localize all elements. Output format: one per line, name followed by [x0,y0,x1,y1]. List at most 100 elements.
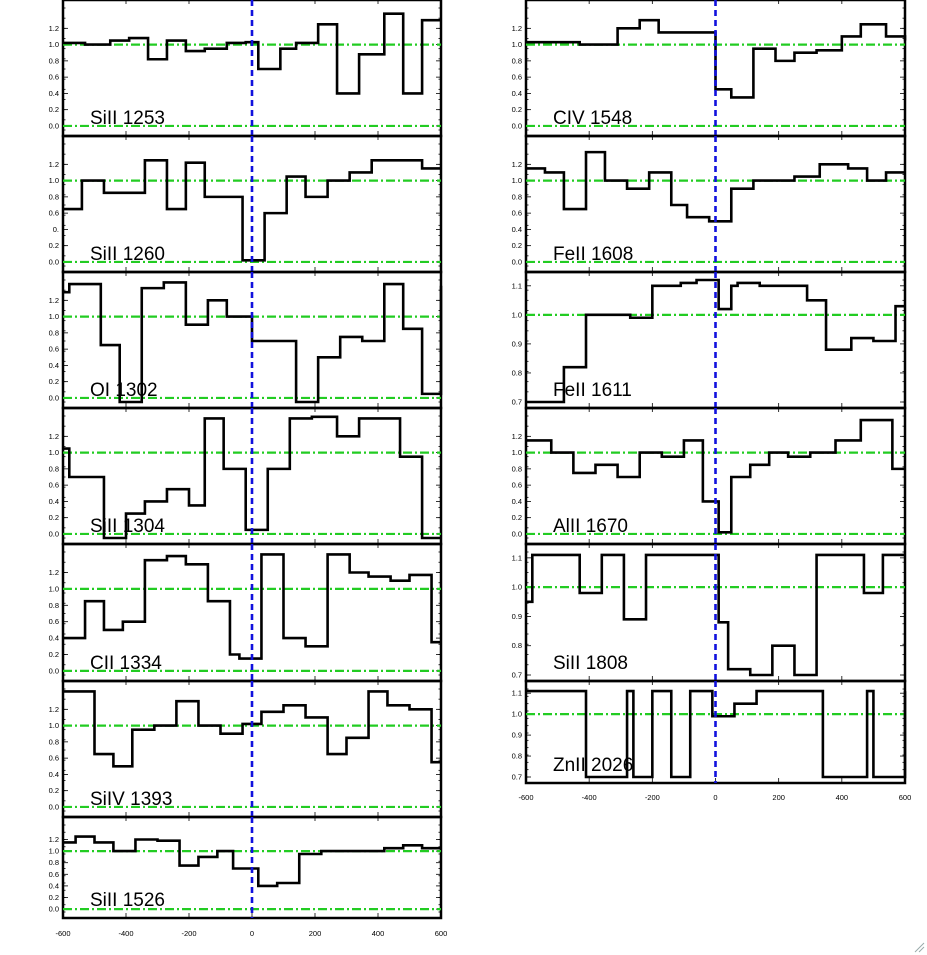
y-tick-label: 1.2 [49,296,59,305]
y-tick-label: 0.8 [512,192,522,201]
y-tick-label: 0.4 [49,361,59,370]
y-tick-label: 0.0 [49,666,59,675]
x-tick-label: 600 [899,793,912,802]
x-tick-label: -200 [645,793,660,802]
x-tick-label: -600 [518,793,533,802]
y-tick-label: 1.0 [49,312,59,321]
y-tick-label: 0.6 [49,754,59,763]
x-tick-label: 0 [250,929,254,938]
y-tick-label: 0.6 [512,209,522,218]
y-tick-label: 0.9 [512,731,522,740]
y-tick-label: 0.8 [49,601,59,610]
y-tick-label: 0.2 [49,105,59,114]
y-tick-label: 0.6 [49,481,59,490]
y-tick-label: 0.2 [49,241,59,250]
y-tick-label: 0.6 [512,481,522,490]
spectrum-line [526,278,905,404]
transition-label: OI 1302 [90,380,158,401]
y-tick-label: 0.0 [49,393,59,402]
transition-label: FeII 1608 [553,244,633,265]
y-tick-label: 1.0 [512,583,522,592]
y-tick-label: 0.4 [49,770,59,779]
y-tick-label: 0.9 [512,339,522,348]
y-tick-label: 0.0 [49,529,59,538]
y-tick-label: 0.8 [512,56,522,65]
y-tick-label: 1.0 [49,176,59,185]
spectrum-line [526,150,905,223]
y-tick-label: 1.0 [512,710,522,719]
transition-label: SiII 1260 [90,244,165,265]
y-tick-label: 0.8 [49,737,59,746]
y-tick-label: 1.2 [49,835,59,844]
y-tick-label: 1.1 [512,689,522,698]
x-tick-label: -400 [582,793,597,802]
y-tick-label: 0.4 [49,881,59,890]
y-tick-label: 1.2 [49,24,59,33]
y-tick-label: 0.8 [512,641,522,650]
y-tick-label: 0.2 [512,513,522,522]
y-tick-label: 1.0 [512,176,522,185]
y-tick-label: 1.0 [49,721,59,730]
spectrum-line [526,418,905,534]
y-tick-label: 0.6 [49,209,59,218]
y-tick-label: 0.2 [512,105,522,114]
y-tick-label: 0.0 [512,529,522,538]
transition-label: SiII 1253 [90,108,165,129]
y-tick-label: 1.0 [49,847,59,856]
transition-label: SiII 1304 [90,516,165,537]
y-tick-label: 0.2 [49,786,59,795]
y-tick-label: 0.7 [512,398,522,407]
x-tick-label: 400 [372,929,385,938]
y-tick-label: 0.2 [49,513,59,522]
spectrum-line [526,689,907,779]
y-tick-label: 0.8 [512,464,522,473]
y-tick-label: 1.2 [49,705,59,714]
y-tick-label: 0.0 [49,121,59,130]
y-tick-label: 0.8 [49,464,59,473]
y-tick-label: 0.2 [512,241,522,250]
y-tick-label: 1.2 [512,24,522,33]
y-tick-label: 1.2 [512,160,522,169]
y-tick-label: 1.1 [512,281,522,290]
y-tick-label: 0.0 [49,905,59,914]
y-tick-label: 1.2 [49,160,59,169]
y-tick-label: 0.6 [49,617,59,626]
y-tick-label: 1.2 [512,432,522,441]
y-tick-label: 0.0 [512,257,522,266]
y-tick-label: 0.8 [49,858,59,867]
y-tick-label: 0.0 [49,257,59,266]
y-tick-label: 1.0 [49,448,59,457]
y-tick-label: 1.0 [512,310,522,319]
y-tick-label: 0.4 [512,497,522,506]
y-tick-label: 0.2 [49,377,59,386]
y-tick-label: 1.1 [512,553,522,562]
transition-label: FeII 1611 [553,380,632,401]
y-tick-label: 0.4 [49,89,59,98]
y-tick-label: 0.8 [49,328,59,337]
resize-grip-icon[interactable] [913,941,925,953]
y-tick-label: 1.0 [49,584,59,593]
x-tick-label: -200 [181,929,196,938]
y-tick-label: 0. [53,225,59,234]
y-tick-label: 0.4 [49,497,59,506]
y-tick-label: 0.6 [49,345,59,354]
spectrum-line [63,835,441,888]
transition-label: CIV 1548 [553,108,632,129]
transition-label: AlII 1670 [553,516,628,537]
transition-label: SiII 1808 [553,653,628,674]
y-tick-label: 0.6 [49,73,59,82]
spectrum-line [63,690,441,768]
transition-label: SiIV 1393 [90,789,172,810]
spectrum-line [63,415,441,540]
